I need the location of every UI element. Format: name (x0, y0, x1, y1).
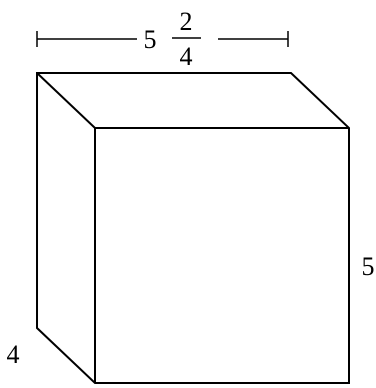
top-face (37, 73, 349, 128)
right-dimension-label: 5 (362, 252, 375, 281)
prism-silhouette (36, 72, 350, 384)
top-dimension-whole: 5 (144, 25, 157, 54)
top-dimension: 5 2 4 (36, 7, 289, 71)
prism-outline (36, 72, 350, 384)
left-dimension-label: 4 (7, 340, 20, 369)
top-dimension-numerator: 2 (180, 7, 193, 36)
front-face (95, 128, 349, 383)
top-dimension-denominator: 4 (180, 42, 193, 71)
top-left-depth-edge (36, 72, 96, 129)
left-face (37, 73, 95, 383)
